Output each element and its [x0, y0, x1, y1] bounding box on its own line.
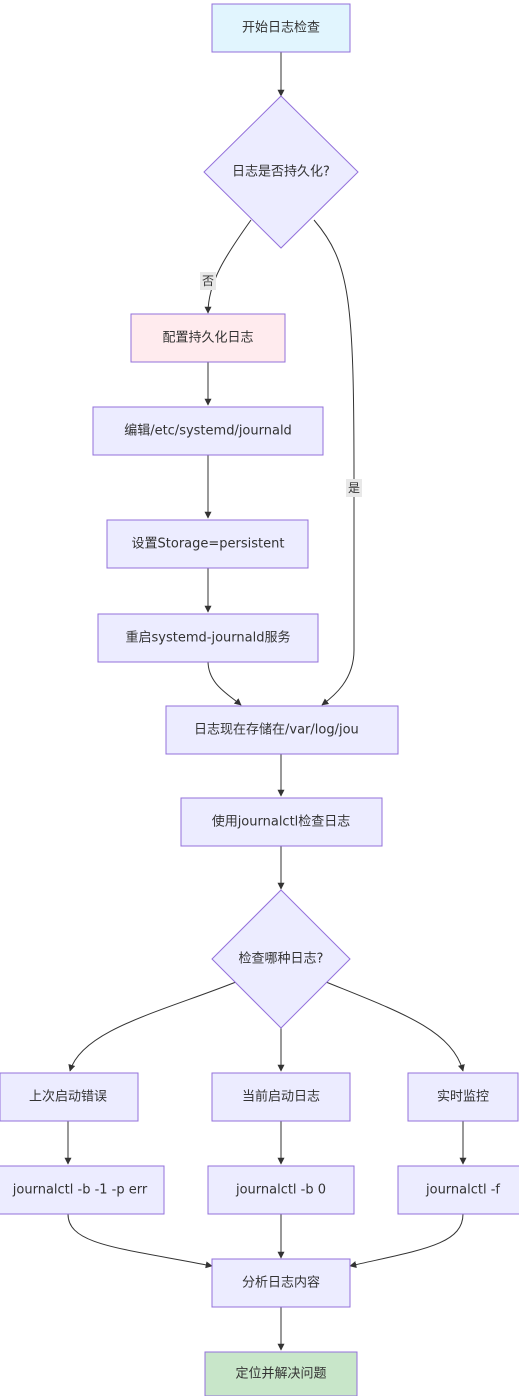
node-which-logs-question-diamond	[211, 889, 351, 1029]
node-last-boot-errors-label: 上次启动错误	[29, 1089, 107, 1105]
node-last-boot-errors-box	[0, 1072, 139, 1122]
node-restart-service-box	[97, 613, 319, 663]
node-use-journalctl-box	[180, 797, 383, 847]
node-restart-service-label: 重启systemd-journald服务	[126, 630, 291, 646]
node-restart-service: 重启systemd-journald服务	[97, 613, 319, 663]
node-cmd-follow-box	[397, 1165, 519, 1215]
node-config-persistent-label: 配置持久化日志	[162, 331, 253, 346]
node-start-box	[211, 3, 351, 53]
node-logs-stored-label: 日志现在存储在/var/log/jou	[194, 723, 359, 738]
edge-cmd-follow-to-analyze	[349, 1213, 464, 1269]
node-cmd-last-boot-box	[0, 1165, 165, 1215]
node-persistent-question: 日志是否持久化?	[203, 95, 359, 249]
edge-label-no: 否	[200, 272, 216, 290]
node-set-storage-label: 设置Storage=persistent	[132, 537, 285, 552]
node-logs-stored: 日志现在存储在/var/log/jou	[165, 705, 399, 755]
node-persistent-question-diamond	[203, 95, 359, 249]
node-resolve: 定位并解决问题	[204, 1351, 358, 1396]
node-edit-journald-label: 编辑/etc/systemd/journald	[124, 424, 292, 439]
node-use-journalctl: 使用journalctl检查日志	[180, 797, 383, 847]
node-realtime: 实时监控	[407, 1072, 519, 1122]
edge-label-yes-text: 是	[348, 481, 360, 495]
node-resolve-label: 定位并解决问题	[235, 1367, 326, 1382]
edge-which-q-to-last	[68, 981, 237, 1072]
edge-label-no-text: 否	[202, 274, 214, 288]
node-resolve-box	[204, 1351, 358, 1396]
node-current-boot-box	[211, 1072, 351, 1122]
node-realtime-label: 实时监控	[437, 1090, 489, 1105]
node-cmd-follow-label: journalctl -f	[425, 1183, 500, 1198]
node-which-logs-question-label: 检查哪种日志?	[239, 952, 324, 967]
edge-persistent-q-no	[204, 219, 252, 314]
edge-which-q-to-realtime	[325, 981, 465, 1072]
node-cmd-last-boot: journalctl -b -1 -p err	[0, 1165, 165, 1215]
node-current-boot-label: 当前启动日志	[242, 1089, 320, 1105]
edge-restart-to-stored	[207, 660, 242, 706]
node-edit-journald-box	[92, 406, 324, 456]
node-analyze-box	[211, 1258, 351, 1308]
node-config-persistent-box	[130, 313, 286, 363]
node-cmd-last-boot-label: journalctl -b -1 -p err	[12, 1183, 148, 1198]
node-set-storage-box	[106, 519, 309, 569]
node-edit-journald: 编辑/etc/systemd/journald	[92, 406, 324, 456]
node-cmd-current-boot-label: journalctl -b 0	[235, 1183, 326, 1198]
edge-label-yes: 是	[346, 479, 362, 497]
node-logs-stored-box	[165, 705, 399, 755]
edge-cmd-last-to-analyze	[67, 1213, 213, 1269]
node-analyze: 分析日志内容	[211, 1258, 351, 1308]
node-analyze-label: 分析日志内容	[242, 1275, 320, 1291]
node-persistent-question-label: 日志是否持久化?	[232, 165, 330, 180]
node-cmd-current-boot: journalctl -b 0	[207, 1165, 355, 1215]
node-last-boot-errors: 上次启动错误	[0, 1072, 139, 1122]
node-config-persistent: 配置持久化日志	[130, 313, 286, 363]
node-cmd-current-boot-box	[207, 1165, 355, 1215]
node-start-label: 开始日志检查	[242, 21, 320, 36]
node-start: 开始日志检查	[211, 3, 351, 53]
node-use-journalctl-label: 使用journalctl检查日志	[212, 814, 351, 830]
node-which-logs-question: 检查哪种日志?	[211, 889, 351, 1029]
edges	[64, 52, 467, 1351]
node-set-storage: 设置Storage=persistent	[106, 519, 309, 569]
node-current-boot: 当前启动日志	[211, 1072, 351, 1122]
node-cmd-follow: journalctl -f	[397, 1165, 519, 1215]
edge-persistent-q-yes	[313, 219, 355, 706]
node-realtime-box	[407, 1072, 519, 1122]
